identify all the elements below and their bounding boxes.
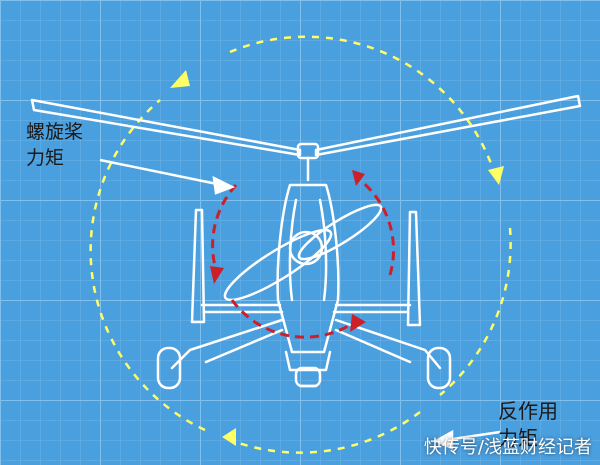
autogyro-outline [30,94,582,390]
pointer-arrows [99,158,501,450]
left-wheel [156,346,182,390]
reaction-torque-label-line2: 力矩 [498,426,538,450]
red-arrowhead-bottom [350,314,366,332]
fuselage [276,183,340,354]
reaction-torque-label: 反作用 力矩 [498,398,558,452]
propeller-blade-1 [223,228,333,302]
yellow-arrowhead-right [488,166,504,185]
reaction-torque-label-line1: 反作用 [498,399,558,423]
red-arrowhead-left [210,266,224,284]
watermark: 快传号/浅蓝财经记者 [423,437,592,458]
propeller-torque-label: 螺旋桨 力矩 [26,120,83,171]
propeller-torque-pointer [99,158,223,187]
rotor-blade-right [314,94,582,157]
propeller-torque-label-line2: 力矩 [26,146,65,169]
propeller-torque-circle [211,178,395,339]
yellow-arrowhead-top-left [170,70,190,88]
propeller-blade-2 [297,203,383,261]
left-fin [190,208,206,324]
right-fin [406,210,422,327]
red-arrowhead-top [352,170,365,186]
reaction-torque-circle [89,35,512,454]
propeller-torque-label-line1: 螺旋桨 [26,121,84,143]
rotor-blade-left [30,98,302,157]
reaction-torque-pointer [445,430,501,442]
propeller-spinner [288,230,324,266]
reaction-torque-arrowheads [170,70,504,446]
right-wheel [426,346,452,390]
yellow-arrowhead-bottom [222,428,236,446]
propeller-torque-arrowheads [210,170,366,332]
